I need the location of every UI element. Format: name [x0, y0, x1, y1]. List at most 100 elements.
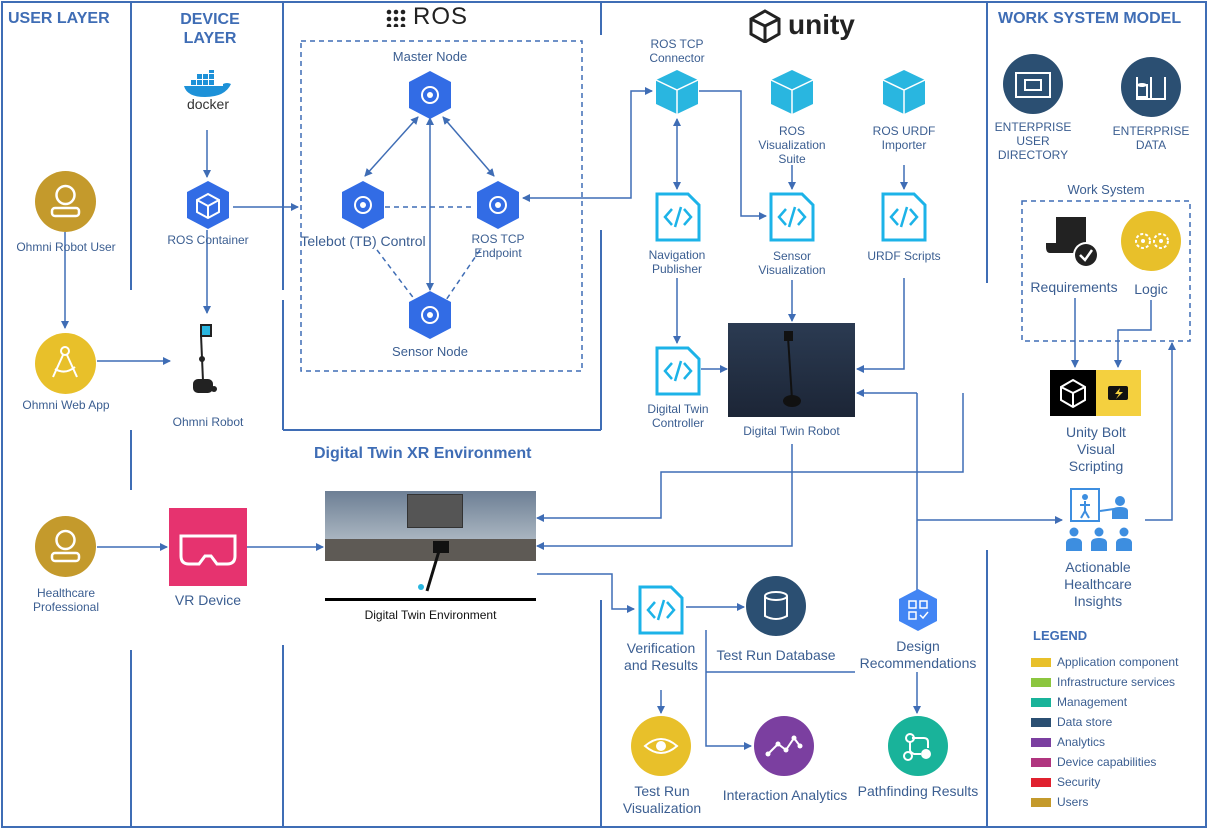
- gears-icon: [1135, 233, 1169, 249]
- test-vis-node[interactable]: [631, 716, 691, 776]
- legend-item: Data store: [1031, 715, 1112, 729]
- urdf-scripts-node[interactable]: [880, 191, 928, 243]
- legend-swatch: [1031, 758, 1051, 768]
- bolt-icon: [1108, 386, 1128, 400]
- legend-label: Management: [1057, 695, 1128, 709]
- pathfinding-label: Pathfinding Results: [857, 783, 979, 799]
- urdf-importer-node[interactable]: [881, 68, 927, 116]
- master-node[interactable]: [405, 70, 455, 120]
- docker-icon: docker: [181, 68, 235, 114]
- insights-label: Actionable Healthcare Insights: [1064, 559, 1132, 609]
- container-hex-icon: [187, 181, 229, 229]
- legend-label: Analytics: [1057, 735, 1106, 749]
- ohmni-robot-image: [187, 323, 223, 403]
- unity-cube-icon: [749, 9, 781, 43]
- ros-node-hex-icon: [477, 181, 519, 229]
- ros-node-hex-icon: [409, 291, 451, 339]
- ros-container-node[interactable]: [183, 180, 233, 230]
- dt-robot-scene[interactable]: [728, 323, 855, 417]
- vr-device-node[interactable]: [169, 508, 247, 586]
- tcp-connector-node[interactable]: [654, 68, 700, 116]
- sensor-node-label: Sensor Node: [392, 344, 468, 359]
- web-app-node[interactable]: [35, 333, 96, 394]
- legend-item: Users: [1031, 795, 1088, 809]
- docker-wordmark: docker: [186, 96, 230, 112]
- verification-label: Verification and Results: [624, 640, 698, 673]
- nav-publisher-node[interactable]: [654, 191, 702, 243]
- code-script-icon: [655, 192, 701, 242]
- docker-whale-icon: [184, 68, 231, 97]
- legend-item: Analytics: [1031, 735, 1105, 749]
- code-script-icon: [655, 346, 701, 396]
- enterprise-data-node[interactable]: [1121, 57, 1181, 117]
- healthcare-pro-avatar: [35, 516, 96, 577]
- design-rec-label: Design Recommendations: [859, 638, 977, 671]
- nav-publisher-label: Navigation Publisher: [648, 248, 706, 276]
- legend-swatch: [1031, 718, 1051, 728]
- web-app-label: Ohmni Web App: [22, 398, 110, 412]
- tcp-endpoint-label: ROS TCP Endpoint: [471, 232, 525, 260]
- requirements-node[interactable]: [1044, 213, 1102, 271]
- legend-label: Device capabilities: [1057, 755, 1157, 769]
- ohmni-user-label: Ohmni Robot User: [16, 240, 116, 254]
- vis-suite-node[interactable]: [769, 68, 815, 116]
- telebot-node[interactable]: [338, 180, 388, 230]
- insights-node[interactable]: [1062, 487, 1136, 553]
- vis-suite-label: ROS Visualization Suite: [758, 124, 826, 166]
- interaction-analytics-node[interactable]: [754, 716, 814, 776]
- requirements-label: Requirements: [1030, 279, 1118, 295]
- legend-swatch: [1031, 658, 1051, 668]
- ros-node-hex-icon: [342, 181, 384, 229]
- database-icon: [764, 591, 788, 620]
- legend-label: Infrastructure services: [1057, 675, 1176, 689]
- dt-environment-scene[interactable]: [325, 491, 536, 601]
- master-node-label: Master Node: [392, 49, 468, 64]
- robot-render-icon: [783, 331, 801, 407]
- xr-environment-heading: Digital Twin XR Environment: [314, 445, 532, 462]
- id-card-icon: [1015, 72, 1051, 98]
- unity-bolt-label: Unity Bolt Visual Scripting: [1066, 424, 1126, 474]
- user-icon: [50, 529, 81, 563]
- legend-swatch: [1031, 678, 1051, 688]
- ohmni-user-avatar: [35, 171, 96, 232]
- legend-label: Security: [1057, 775, 1101, 789]
- tcp-endpoint-node[interactable]: [473, 180, 523, 230]
- interaction-analytics-label: Interaction Analytics: [722, 787, 848, 803]
- unity-logo-icon: [1060, 378, 1086, 409]
- test-vis-label: Test Run Visualization: [622, 783, 702, 816]
- dt-robot-label: Digital Twin Robot: [743, 424, 840, 438]
- design-rec-node[interactable]: [896, 588, 940, 632]
- telebot-label: Telebot (TB) Control: [300, 233, 426, 249]
- legend-swatch: [1031, 698, 1051, 708]
- device-layer-heading: DEVICE LAYER: [180, 11, 240, 47]
- sensor-vis-node[interactable]: [768, 191, 816, 243]
- code-script-icon: [638, 585, 684, 635]
- cube-icon: [882, 70, 926, 114]
- database-book-icon: [1136, 77, 1166, 100]
- robot-render-icon: [325, 541, 536, 601]
- sensor-node[interactable]: [405, 290, 455, 340]
- unity-bolt-bolt-tile[interactable]: [1096, 370, 1141, 416]
- healthcare-pro-label: Healthcare Professional: [32, 586, 100, 614]
- logic-label: Logic: [1134, 281, 1168, 297]
- robot-icon: [193, 324, 217, 393]
- scene-panel: [407, 494, 463, 528]
- test-db-node[interactable]: [746, 576, 806, 636]
- unity-bolt-unity-tile[interactable]: [1050, 370, 1096, 416]
- ros-dots-icon: [386, 9, 406, 27]
- enterprise-user-dir-node[interactable]: [1003, 54, 1063, 114]
- verification-node[interactable]: [637, 584, 685, 636]
- legend-item: Device capabilities: [1031, 755, 1156, 769]
- code-script-icon: [881, 192, 927, 242]
- cube-icon: [770, 70, 814, 114]
- dt-controller-node[interactable]: [654, 345, 702, 397]
- legend-item: Infrastructure services: [1031, 675, 1175, 689]
- urdf-importer-label: ROS URDF Importer: [872, 124, 936, 152]
- unity-logo: unity: [748, 8, 858, 44]
- scroll-check-icon: [1046, 217, 1099, 268]
- legend-swatch: [1031, 778, 1051, 788]
- pathfinding-node[interactable]: [888, 716, 948, 776]
- logic-node[interactable]: [1121, 211, 1181, 271]
